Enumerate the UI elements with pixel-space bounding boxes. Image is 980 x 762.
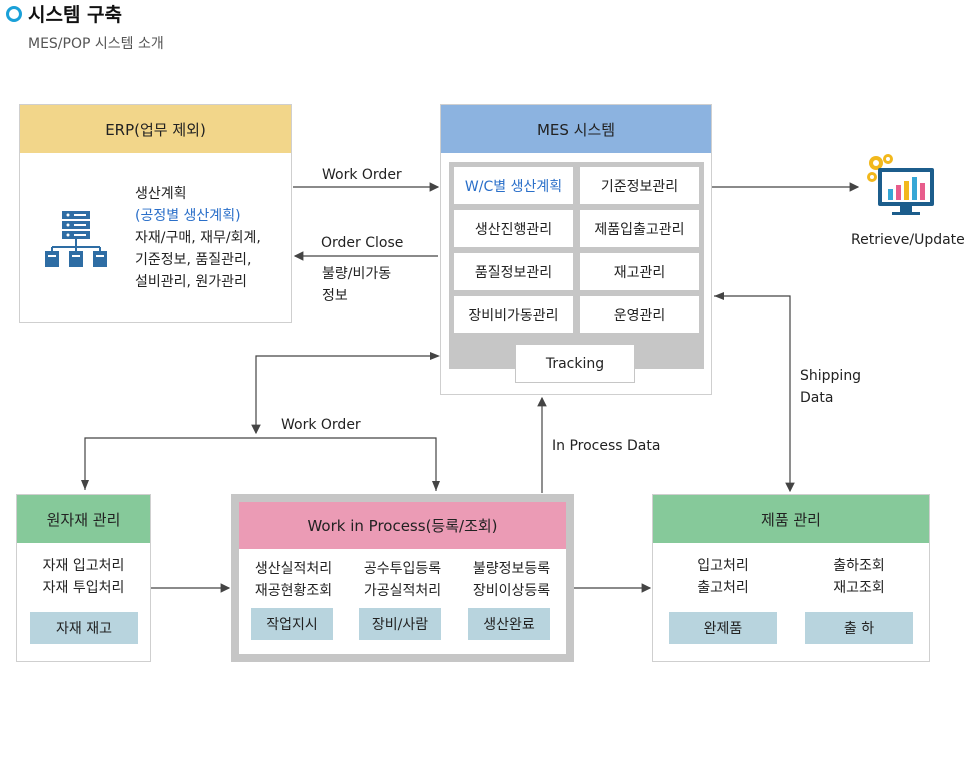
shipping-label-2: Data [800,390,834,406]
mes-cell-base-info: 기준정보관리 [580,167,699,204]
mes-title: MES 시스템 [536,120,616,139]
product-title: 제품 관리 [761,510,821,529]
shipment-tag: 출 하 [805,612,913,644]
product-r1b: 재고조회 [833,580,885,596]
title-bullet-icon [6,6,22,22]
raw-header: 원자재 관리 [17,495,150,543]
product-r1a: 출하조회 [833,558,885,574]
erp-box: ERP(업무 제외) 생산계획 (공정별 생산계획) 자재/구매, 재무/회계,… [19,104,292,323]
monitor-chart-icon [867,154,934,215]
order-close-label: Order Close [321,235,404,251]
raw-title: 원자재 관리 [46,510,121,529]
raw-line-2: 자재 투입처리 [42,580,125,596]
in-process-label: In Process Data [552,438,661,454]
erp-line-5: 설비관리, 원가관리 [135,274,247,290]
wip-c2b: 가공실적처리 [363,583,442,599]
mes-cell-wc-plan: W/C별 생산계획 [454,167,573,204]
wip-step-work-instruction: 작업지시 [251,608,333,640]
wip-c3a: 불량정보등록 [472,561,551,577]
retrieve-update-label: Retrieve/Update [851,232,965,248]
mes-cell-product-io: 제품입출고관리 [580,210,699,247]
shipping-label-1: Shipping [800,368,862,384]
defect-info-label-2: 정보 [322,288,348,304]
raw-line-1: 자재 입고처리 [42,558,125,574]
mes-grid: W/C별 생산계획 기준정보관리 생산진행관리 제품입출고관리 품질정보관리 재… [449,162,704,369]
mes-tracking: Tracking [515,344,635,383]
mes-header: MES 시스템 [441,105,711,153]
mes-cell-progress: 생산진행관리 [454,210,573,247]
erp-title: ERP(업무 제외) [105,120,206,139]
shipping-arrow-down [714,295,795,493]
wip-box: Work in Process(등록/조회) 생산실적처리 재공현황조회 공수투… [231,494,574,662]
wip-c1b: 재공현황조회 [254,583,333,599]
wip-step-equipment: 장비/사람 [359,608,441,640]
defect-info-label-1: 불량/비가동 [322,266,392,282]
work-order-mid-label: Work Order [281,417,361,433]
mes-cell-quality: 품질정보관리 [454,253,573,290]
mes-cell-downtime: 장비비가동관리 [454,296,573,333]
raw-material-box: 원자재 관리 자재 입고처리 자재 투입처리 자재 재고 [16,494,151,662]
wip-inner: Work in Process(등록/조회) 생산실적처리 재공현황조회 공수투… [239,502,566,654]
raw-stock-tag: 자재 재고 [30,612,138,644]
finished-goods-tag: 완제품 [669,612,777,644]
wip-header: Work in Process(등록/조회) [239,502,566,549]
mes-cell-inventory: 재고관리 [580,253,699,290]
wip-c1a: 생산실적처리 [254,561,333,577]
mes-work-order-arrow [251,355,438,435]
product-box: 제품 관리 입고처리 출고처리 출하조회 재고조회 완제품 출 하 [652,494,930,662]
work-order-label: Work Order [322,167,402,183]
wip-title: Work in Process(등록/조회) [307,517,498,535]
server-icon [45,211,107,267]
erp-line-3: 자재/구매, 재무/회계, [135,230,261,246]
page-title: 시스템 구축 [28,4,123,26]
wip-c2a: 공수투입등록 [363,561,442,577]
product-l1b: 출고처리 [697,580,749,596]
product-l1a: 입고처리 [697,558,749,574]
mes-cell-operation: 운영관리 [580,296,699,333]
product-header: 제품 관리 [653,495,929,543]
erp-line-1: 생산계획 [135,186,187,202]
work-order-split-line [84,437,437,491]
erp-line-4: 기준정보, 품질관리, [135,252,252,268]
wip-step-complete: 생산완료 [468,608,550,640]
page-subtitle: MES/POP 시스템 소개 [28,36,164,52]
erp-header: ERP(업무 제외) [20,105,291,153]
erp-line-2: (공정별 생산계획) [135,208,241,224]
wip-c3b: 장비이상등록 [472,583,551,599]
mes-box: MES 시스템 W/C별 생산계획 기준정보관리 생산진행관리 제품입출고관리 … [440,104,712,395]
